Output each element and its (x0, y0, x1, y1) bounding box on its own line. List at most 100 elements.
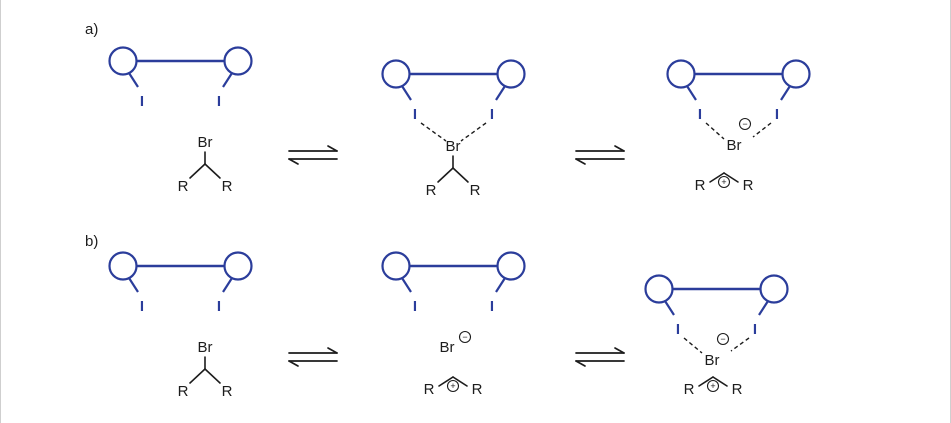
carbon-iodine-bond-right (222, 277, 233, 293)
c-r-bond-right (204, 368, 221, 384)
pincer-host-b-freeions: I I (381, 251, 526, 315)
reverse-harpoon-barb (288, 360, 299, 367)
charge-circle (458, 330, 472, 344)
pincer-host-a-ionpair: I I (666, 59, 811, 140)
alkyl-bromide-a-bound: Br R R (426, 138, 481, 199)
positive-charge-icon: + (446, 379, 460, 393)
c-r-bond-right (723, 172, 739, 183)
equilibrium-arrows-a2 (575, 145, 625, 165)
equilibrium-arrows-b2 (575, 347, 625, 367)
charge-circle (716, 332, 730, 346)
equilibrium-arrows-a1 (288, 145, 338, 165)
carbon-iodine-bond-right (758, 300, 769, 316)
r-group-label: R (732, 381, 743, 398)
iodine-label: I (698, 106, 702, 123)
pincer-host-a-free: I I (108, 46, 253, 110)
iodine-label: I (217, 298, 221, 315)
halogen-bond-right (460, 122, 487, 142)
r-group-label: R (222, 383, 233, 400)
carbocation-b-free: R R + (424, 376, 483, 398)
c-r-bond-left (438, 376, 454, 387)
macrocycle-right (223, 46, 253, 76)
r-group-label: R (695, 177, 706, 194)
carbon-iodine-bond-right (495, 277, 506, 293)
charge-circle (738, 117, 752, 131)
iodine-label: I (775, 106, 779, 123)
reverse-harpoon-barb (575, 360, 586, 367)
iodine-label: I (413, 298, 417, 315)
positive-charge-icon: + (717, 175, 731, 189)
r-group-label: R (426, 182, 437, 199)
c-r-bond-right (452, 167, 469, 183)
panel-b-label: b) (85, 233, 98, 250)
iodine-label: I (140, 93, 144, 110)
halogen-bond-left (705, 122, 725, 140)
charge-sign: − (720, 334, 725, 344)
bromine-label: Br (198, 134, 213, 151)
charge-sign: + (710, 381, 715, 391)
charge-sign: + (721, 177, 726, 187)
forward-harpoon-barb (327, 347, 338, 354)
forward-harpoon-barb (327, 145, 338, 152)
c-r-bond-left (437, 167, 454, 183)
r-group-label: R (424, 381, 435, 398)
iodine-label: I (753, 321, 757, 338)
carbon-iodine-bond-right (495, 85, 506, 101)
iodine-label: I (413, 106, 417, 123)
macrocycle-right (759, 274, 789, 304)
halogen-bond-left (683, 337, 703, 354)
positive-charge-icon: + (706, 379, 720, 393)
c-r-bond-left (189, 368, 206, 384)
iodine-label: I (140, 298, 144, 315)
macrocycle-left (381, 251, 411, 281)
bromine-label: Br (446, 138, 461, 155)
negative-charge-icon: − (738, 117, 752, 131)
c-r-bond-right (204, 163, 221, 179)
r-group-label: R (470, 182, 481, 199)
macrocycle-left (644, 274, 674, 304)
r-group-label: R (743, 177, 754, 194)
panel-b: b) I I Br R R (85, 233, 789, 400)
carbon-iodine-bond-right (222, 72, 233, 88)
carbocation-a: R R + (695, 172, 754, 194)
bromine-label: Br (727, 137, 742, 154)
forward-harpoon-barb (614, 347, 625, 354)
iodine-label: I (490, 106, 494, 123)
r-group-label: R (684, 381, 695, 398)
iodine-label: I (490, 298, 494, 315)
iodine-label: I (676, 321, 680, 338)
carbon-iodine-bond-left (128, 72, 139, 88)
charge-circle (706, 379, 720, 393)
alkyl-bromide-a: Br R R (178, 134, 233, 195)
pincer-host-b-free: I I (108, 251, 253, 315)
macrocycle-right (496, 251, 526, 281)
carbocation-b-ionpair: R R + (684, 376, 743, 398)
carbon-iodine-bond-left (401, 277, 412, 293)
pincer-host-b-ionpair: I I (644, 274, 789, 354)
forward-harpoon-barb (614, 145, 625, 152)
macrocycle-right (223, 251, 253, 281)
r-group-label: R (472, 381, 483, 398)
r-group-label: R (222, 178, 233, 195)
halogen-bond-left (420, 122, 447, 142)
halogen-bond-right (730, 337, 750, 352)
carbon-iodine-bond-left (686, 85, 697, 101)
charge-sign: − (742, 119, 747, 129)
carbon-iodine-bond-left (128, 277, 139, 293)
iodine-label: I (217, 93, 221, 110)
r-group-label: R (178, 383, 189, 400)
pincer-host-a-complex: I I (381, 59, 526, 142)
alkyl-bromide-b: Br R R (178, 339, 233, 400)
carbon-iodine-bond-right (780, 85, 791, 101)
carbon-iodine-bond-left (401, 85, 412, 101)
macrocycle-right (781, 59, 811, 89)
charge-sign: + (450, 381, 455, 391)
bromide-ion-b-bound: − Br (705, 332, 730, 369)
macrocycle-left (108, 251, 138, 281)
halogen-bond-right (752, 122, 772, 138)
macrocycle-left (666, 59, 696, 89)
c-r-bond-left (698, 376, 714, 387)
equilibrium-arrows-b1 (288, 347, 338, 367)
